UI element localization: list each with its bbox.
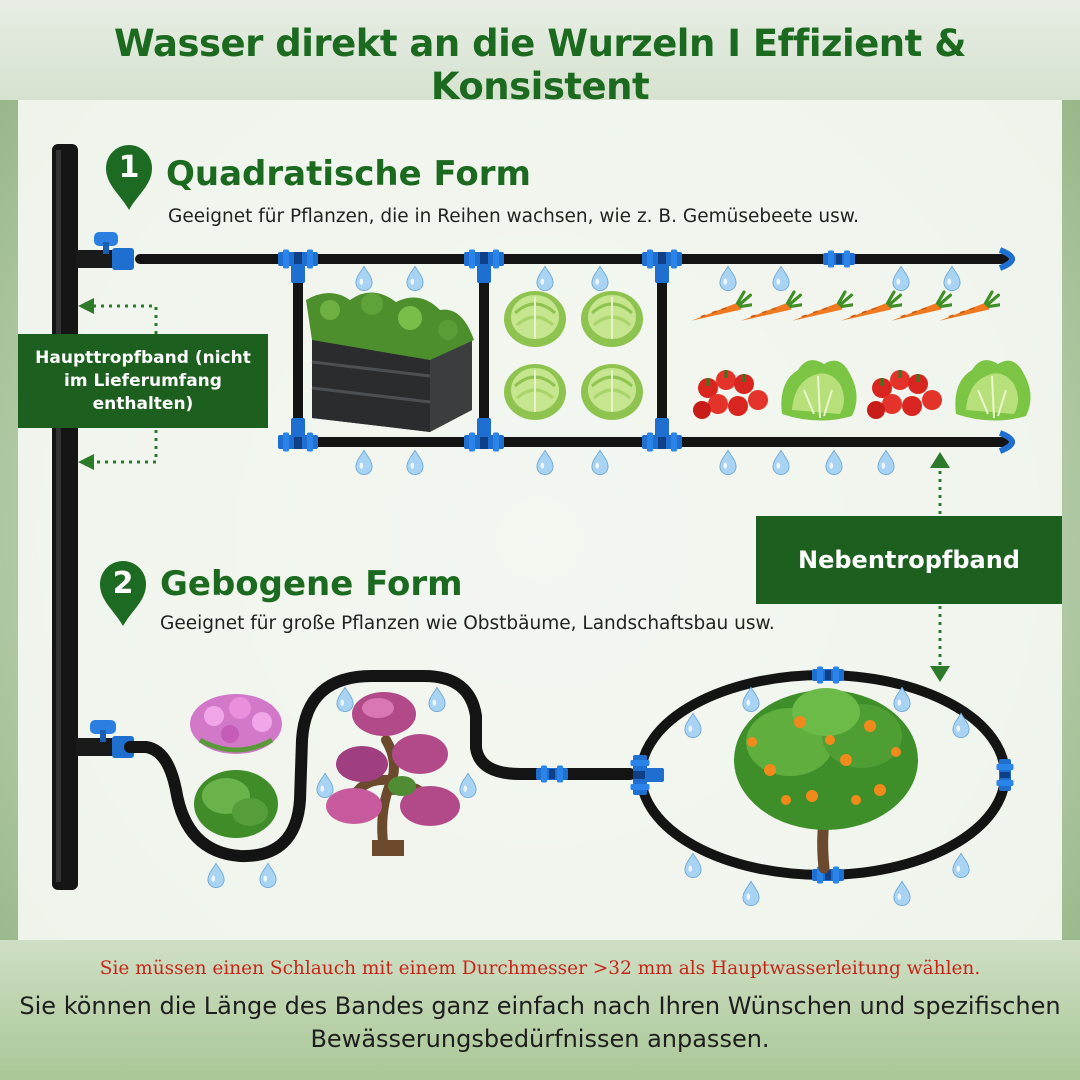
connector-icon (642, 418, 682, 452)
section-1-subtitle: Geeignet für Pflanzen, die in Reihen wac… (168, 206, 860, 227)
valve-icon (76, 720, 134, 758)
curved-hose (124, 670, 636, 863)
step-number-2: 2 (112, 566, 134, 601)
step-number-1: 1 (118, 150, 140, 185)
connector-icon (996, 759, 1014, 791)
connector-icon (278, 249, 318, 283)
section-2-subtitle: Geeignet für große Pflanzen wie Obstbäum… (160, 613, 775, 634)
background-bottom (0, 940, 1080, 1080)
valve-icon (76, 232, 134, 270)
connector-icon (536, 765, 568, 783)
background-top (0, 0, 1080, 100)
connector-icon (812, 666, 844, 684)
lettuce-image (780, 359, 858, 422)
dotted-arrow-icon (78, 298, 950, 682)
branch-line-label-text: Nebentropfband (798, 546, 1020, 574)
footer-text-content: Sie können die Länge des Bandes ganz ein… (19, 992, 1061, 1053)
dotted-arrow-icon (92, 304, 942, 668)
connector-icon (642, 249, 682, 283)
cabbage-image (503, 289, 644, 420)
section-1-title: Quadratische Form (166, 154, 531, 194)
carrot-image (689, 290, 1000, 323)
orange-tree-image (734, 688, 918, 874)
main-line-label: Haupttropfband (nicht im Lieferumfang en… (18, 334, 268, 428)
end-cap-icon (998, 247, 1015, 271)
connector-icon (464, 249, 504, 283)
footer-text: Sie können die Länge des Bandes ganz ein… (0, 990, 1080, 1056)
bonsai-tree-image (326, 692, 460, 856)
warning-text: Sie müssen einen Schlauch mit einem Durc… (99, 958, 981, 979)
connector-icon (823, 250, 855, 268)
connector-icon (464, 418, 504, 452)
raised-bed-image (306, 292, 474, 432)
location-pin-icon (106, 145, 152, 210)
main-pipe (52, 144, 78, 890)
location-pin-icon (100, 561, 146, 626)
tomato-image (691, 368, 770, 421)
green-bush-image (194, 770, 278, 838)
lettuce-image (954, 359, 1032, 422)
section-2-title: Gebogene Form (160, 564, 463, 604)
branch-line-label: Nebentropfband (756, 516, 1062, 604)
connector-icon (278, 418, 318, 452)
end-cap-icon (998, 430, 1015, 454)
main-line-label-text: Haupttropfband (nicht im Lieferumfang en… (35, 347, 251, 414)
connector-icon (630, 755, 664, 795)
flower-bush-image (190, 694, 282, 754)
tomato-image (865, 368, 944, 421)
